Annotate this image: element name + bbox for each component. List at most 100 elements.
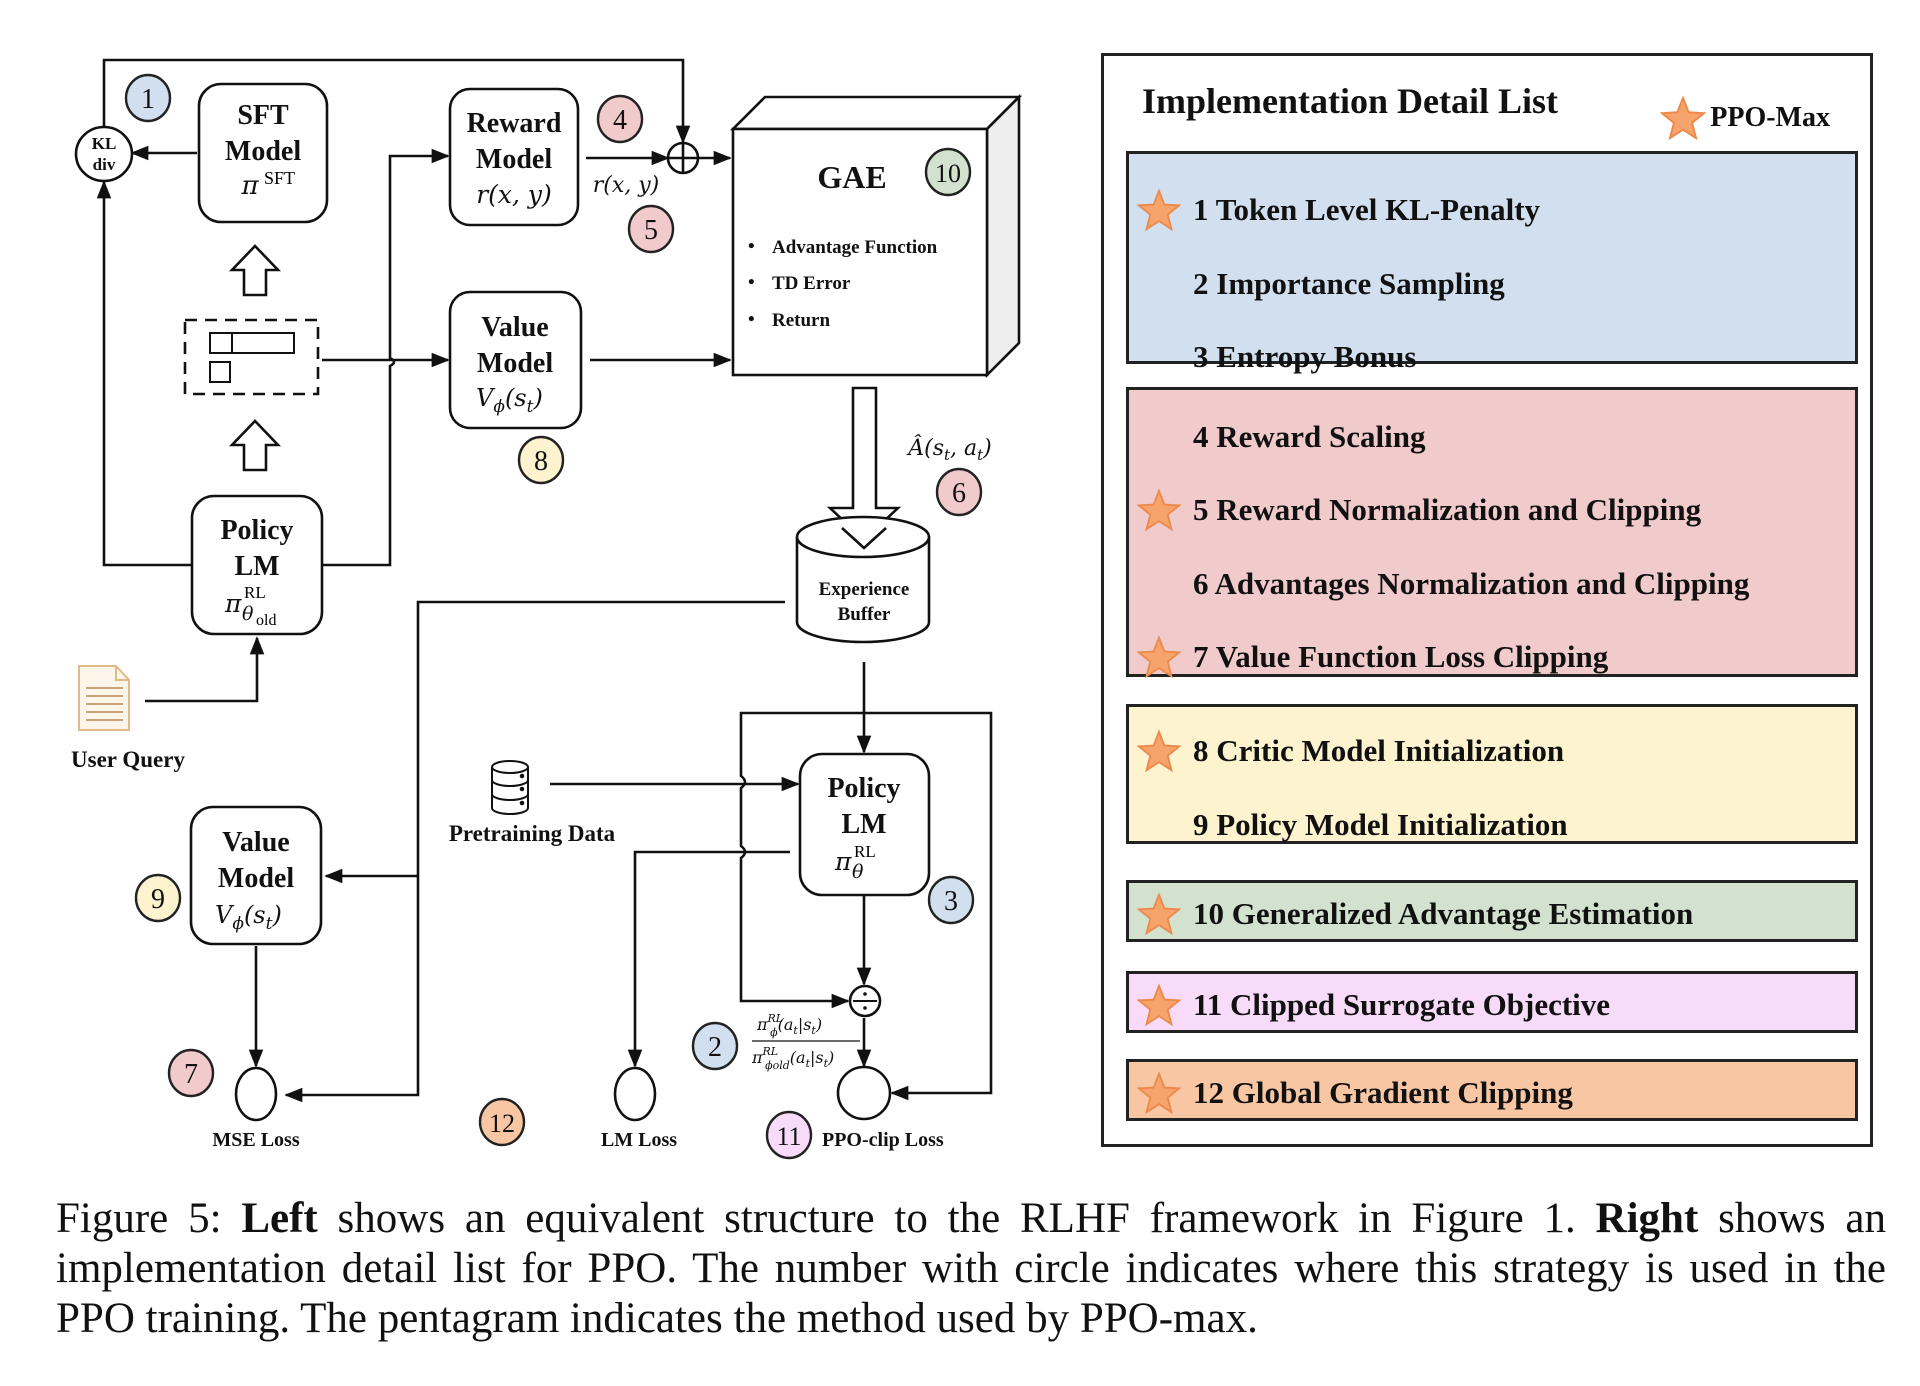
- star-icon: [1137, 188, 1181, 232]
- kl-label: KL: [92, 134, 117, 153]
- sft-label: SFT: [237, 100, 289, 131]
- badge-number: 9: [151, 884, 165, 915]
- detail-item-label: 5 Reward Normalization and Clipping: [1193, 492, 1702, 527]
- detail-item-label: 12 Global Gradient Clipping: [1193, 1075, 1573, 1110]
- reward-model-label: Model: [476, 144, 552, 175]
- theta-subscript: θ: [852, 861, 864, 883]
- detail-item: 9 Policy Model Initialization: [1129, 805, 1855, 845]
- detail-item-label: 6 Advantages Normalization and Clipping: [1193, 566, 1750, 601]
- lm-loss-label: LM Loss: [601, 1129, 677, 1151]
- detail-item: 8 Critic Model Initialization: [1129, 729, 1855, 773]
- user-query-label: User Query: [71, 747, 185, 772]
- star-icon: [1137, 729, 1181, 773]
- legend: PPO-Max: [1660, 96, 1830, 140]
- star-icon: [1137, 1071, 1181, 1115]
- gae-bullet: TD Error: [772, 273, 851, 294]
- caption-text: shows an equivalent structure to the RLH…: [317, 1195, 1596, 1242]
- advantage-label: Â(st, at): [906, 434, 992, 464]
- badge-11: 11: [765, 1110, 813, 1160]
- policy-old-to-kl-arrow: [96, 180, 192, 567]
- svg-text:•: •: [748, 272, 755, 293]
- up-arrow-icon: [228, 419, 282, 472]
- badge-number: 10: [935, 159, 961, 188]
- lm-label: LM: [234, 551, 279, 582]
- pi-symbol: π: [834, 847, 852, 876]
- gae-bullet: Advantage Function: [772, 237, 938, 258]
- ppo-clip-loss-label: PPO-clip Loss: [822, 1129, 944, 1151]
- badge-10: 10: [924, 147, 972, 197]
- badge-number: 1: [141, 84, 155, 115]
- gae-bullet: Return: [772, 310, 830, 331]
- kl-to-plus-line: [102, 58, 691, 144]
- badge-4: 4: [596, 94, 644, 144]
- figure-caption: Figure 5: Left shows an equivalent struc…: [56, 1194, 1886, 1344]
- sft-pi-symbol: π: [240, 171, 259, 201]
- policy-label: Policy: [827, 773, 900, 804]
- detail-item: 1 Token Level KL-Penalty: [1129, 188, 1855, 232]
- implementation-detail-panel: Implementation Detail List PPO-Max 1 Tok…: [1101, 53, 1873, 1147]
- value-label: Value: [222, 827, 289, 858]
- badge-number: 4: [613, 105, 627, 136]
- mse-loss-label: MSE Loss: [212, 1129, 299, 1151]
- detail-item: 7 Value Function Loss Clipping: [1129, 635, 1855, 679]
- value-model-label: Model: [218, 863, 294, 894]
- sft-model-node: SFT Model π SFT: [197, 82, 329, 224]
- badge-7: 7: [167, 1048, 215, 1098]
- buffer-to-mse-arrow: [284, 600, 785, 1103]
- rl-superscript: RL: [244, 583, 266, 602]
- reward-output-label: r(x, y): [593, 173, 660, 198]
- svg-text:•: •: [748, 309, 755, 330]
- rl-superscript: RL: [854, 842, 876, 861]
- detail-group-pink: 11 Clipped Surrogate Objective: [1126, 971, 1858, 1033]
- detail-item-label: 11 Clipped Surrogate Objective: [1193, 987, 1611, 1022]
- mse-loss-node: MSE Loss: [212, 1066, 300, 1151]
- star-icon: [1137, 635, 1181, 679]
- caption-text: shows an implementation detail list for …: [56, 1195, 1886, 1342]
- user-query-node: User Query: [71, 665, 185, 772]
- value-label: Value: [481, 312, 548, 343]
- detail-item: 3 Entropy Bonus: [1129, 337, 1855, 377]
- badge-number: 11: [776, 1122, 801, 1151]
- detail-item-label: 9 Policy Model Initialization: [1193, 807, 1568, 842]
- lm-label: LM: [841, 809, 886, 840]
- buffer-label: Experience: [819, 579, 910, 600]
- badge-8: 8: [517, 435, 565, 485]
- detail-item: 11 Clipped Surrogate Objective: [1129, 983, 1855, 1027]
- badge-1: 1: [124, 73, 172, 123]
- detail-group-yellow: 8 Critic Model Initialization 9 Policy Mo…: [1126, 704, 1858, 844]
- detail-group-green: 10 Generalized Advantage Estimation: [1126, 880, 1858, 942]
- detail-group-blue: 1 Token Level KL-Penalty 2 Importance Sam…: [1126, 151, 1858, 374]
- panel-title: Implementation Detail List: [1142, 81, 1558, 121]
- policy-old-to-reward-arrow: [322, 148, 450, 567]
- badge-5: 5: [627, 204, 675, 254]
- detail-item: 2 Importance Sampling: [1129, 264, 1855, 304]
- sum-node: [666, 141, 700, 175]
- theta-subscript: θ: [242, 603, 254, 625]
- policy-old-node: Policy LM π RL θ old: [190, 494, 324, 636]
- badge-2: 2: [691, 1021, 739, 1071]
- badge-number: 7: [184, 1059, 198, 1090]
- star-icon: [1137, 892, 1181, 936]
- detail-item-label: 4 Reward Scaling: [1193, 419, 1426, 454]
- badge-6: 6: [935, 467, 983, 517]
- reward-model-node: Reward Model r(x, y): [448, 87, 580, 227]
- detail-item-label: 2 Importance Sampling: [1193, 266, 1505, 301]
- badge-3: 3: [927, 875, 975, 925]
- detail-item: 5 Reward Normalization and Clipping: [1129, 488, 1855, 532]
- query-to-policy-arrow: [145, 636, 265, 703]
- detail-item-label: 7 Value Function Loss Clipping: [1193, 639, 1609, 674]
- value-model-label: Model: [477, 348, 553, 379]
- sft-superscript: SFT: [264, 168, 295, 188]
- buffer-label: Buffer: [838, 604, 891, 625]
- policy-to-lm-loss-arrow: [627, 850, 790, 1068]
- connectors: [96, 58, 993, 1103]
- detail-item: 6 Advantages Normalization and Clipping: [1129, 564, 1855, 604]
- div-label: div: [93, 155, 116, 174]
- detail-item-label: 10 Generalized Advantage Estimation: [1193, 896, 1694, 931]
- detail-item-label: 8 Critic Model Initialization: [1193, 733, 1565, 768]
- detail-item-label: 1 Token Level KL-Penalty: [1193, 192, 1541, 227]
- detail-item-label: 3 Entropy Bonus: [1193, 339, 1417, 374]
- star-icon: [1137, 488, 1181, 532]
